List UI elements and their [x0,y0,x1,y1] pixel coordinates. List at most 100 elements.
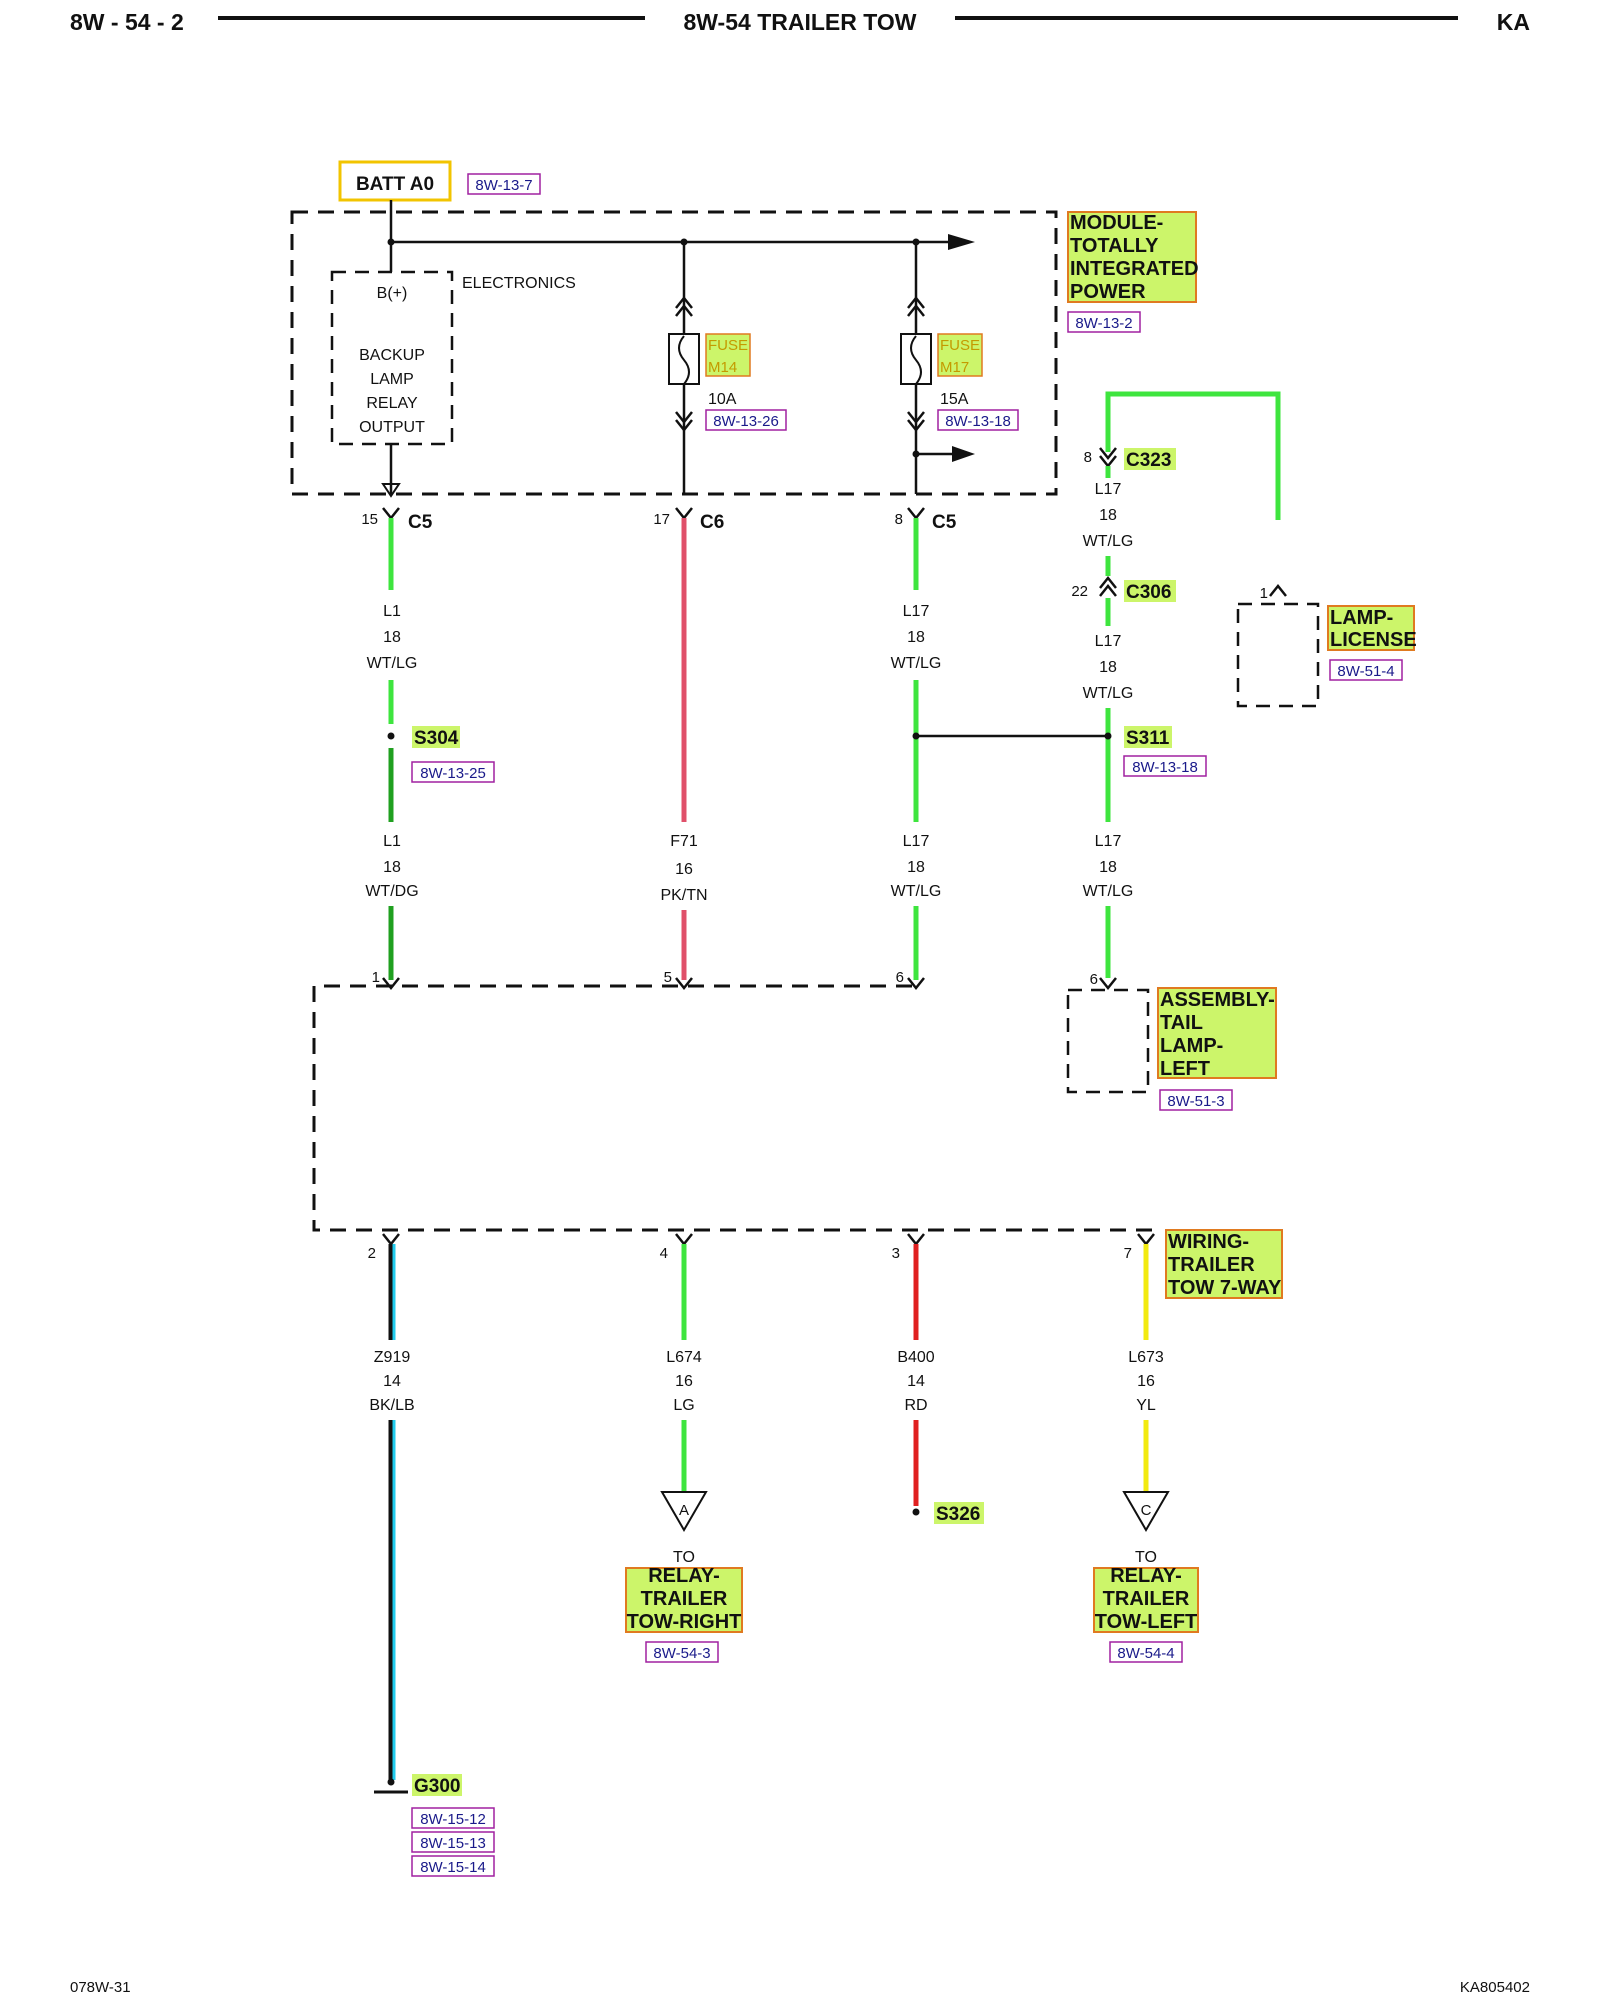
fuse-m17-id: M17 [940,359,969,376]
relay-right-marker [660,1491,708,1532]
batt-ref-box [467,173,541,195]
fuse-m14-label: FUSE [708,337,748,354]
g300-ref-1[interactable]: 8W-15-12 [420,1811,486,1828]
lamp-license-ref[interactable]: 8W-51-4 [1337,663,1394,680]
wire-c306-id: L17 [1095,633,1122,650]
relay-output-arrow [381,483,401,498]
relay-left-to: TO [1135,1549,1157,1566]
fuse-m17-top-conn [907,295,925,317]
tail-lamp-pin: 6 [1090,971,1098,988]
bot-pin-2-symbol [382,1233,400,1247]
top-pin-5-symbol [675,977,693,991]
wire-z919-gauge: 14 [383,1373,401,1390]
wire-l1-lower-id: L1 [383,833,401,850]
c5a-connector-symbol [382,507,400,521]
c306-connector-symbol [1099,575,1117,597]
wire-c323-gauge: 18 [1099,507,1117,524]
tail-lamp-line-2: TAIL [1160,1012,1203,1034]
footer-right: KA805402 [1460,1979,1530,1996]
tail-lamp-line-1: ASSEMBLY- [1160,989,1275,1011]
s304-label: S304 [414,728,459,749]
bplus-label: B(+) [377,285,408,302]
wire-b400-color: RD [904,1397,927,1414]
module-ref-box [1067,311,1141,333]
g300-highlight [412,1774,462,1796]
c6-pin: 17 [653,511,670,528]
top-pin-1-symbol [382,977,400,991]
s304-highlight [412,726,460,748]
relay-right-marker-letter: A [679,1502,689,1519]
relay-line-2: LAMP [370,371,414,388]
tail-lamp-connector [1099,977,1117,991]
c6-label: C6 [700,512,724,533]
wire-c306-color: WT/LG [1083,685,1134,702]
relay-line-3: RELAY [366,395,418,412]
tail-lamp-ref[interactable]: 8W-51-3 [1167,1093,1224,1110]
fuse-m17-label-box [937,333,983,377]
c5a-label: C5 [408,512,433,533]
top-pin-6-symbol [907,977,925,991]
wire-c306-gauge: 18 [1099,659,1117,676]
c5b-label: C5 [932,512,957,533]
fuse-m14-id: M14 [708,359,737,376]
tail-lamp-line-3: LAMP- [1160,1035,1223,1057]
c323-label: C323 [1126,450,1171,471]
bot-pin-4: 4 [660,1245,668,1262]
trailer-wiring-box [312,984,1152,1232]
lamp-license-pin: 1 [1260,585,1268,602]
s304-ref[interactable]: 8W-13-25 [420,765,486,782]
wire-c323-id: L17 [1095,481,1122,498]
g300-ref-3[interactable]: 8W-15-14 [420,1859,486,1876]
wire-l1-lower-color: WT/DG [365,883,418,900]
relay-right-line-3: TOW-RIGHT [627,1611,742,1633]
relay-right-ref[interactable]: 8W-54-3 [653,1645,710,1662]
top-pin-5: 5 [664,969,672,986]
s326-highlight [934,1502,984,1524]
wire-right-lower-gauge: 18 [1099,859,1117,876]
wire-right-lower-id: L17 [1095,833,1122,850]
s304-ref-box [411,761,495,783]
relay-line-1: BACKUP [359,347,425,364]
wire-right-lower-color: WT/LG [1083,883,1134,900]
relay-left-line-3: TOW-LEFT [1095,1611,1198,1633]
bot-pin-7-symbol [1137,1233,1155,1247]
fuse-m17-ref[interactable]: 8W-13-18 [945,413,1011,430]
relay-left-ref[interactable]: 8W-54-4 [1117,1645,1174,1662]
fuse-m14-ref-box [705,409,787,431]
wire-l1-upper-gauge: 18 [383,629,401,646]
module-box [290,210,1058,496]
s311-highlight [1124,726,1172,748]
g300-ref-2[interactable]: 8W-15-13 [420,1835,486,1852]
lamp-license-label-box [1327,605,1415,651]
fuse-m14-splice [680,238,688,246]
c6-connector-symbol [675,507,693,521]
batt-ref[interactable]: 8W-13-7 [475,177,532,194]
module-ref[interactable]: 8W-13-2 [1075,315,1132,332]
g300-ref-3-box [411,1855,495,1877]
batt-box [338,160,452,202]
fuse-m14-ref[interactable]: 8W-13-26 [713,413,779,430]
wire-l673-id: L673 [1128,1349,1164,1366]
s311-ref[interactable]: 8W-13-18 [1132,759,1198,776]
s304-dot [387,732,395,740]
fuse-m17-ref-box [937,409,1019,431]
page-title: 8W-54 TRAILER TOW [684,9,917,35]
bot-pin-2: 2 [368,1245,376,1262]
wire-lamp-license-loop [1105,391,1281,520]
relay-left-marker-letter: C [1141,1502,1152,1519]
wire-l1-upper-id: L1 [383,603,401,620]
trailer-wiring-line-3: TOW 7-WAY [1168,1277,1282,1299]
relay-left-ref-box [1109,1641,1183,1663]
wire-l1-upper-color: WT/LG [367,655,418,672]
tail-lamp-box [1066,988,1150,1094]
electronics-label: ELECTRONICS [462,275,576,292]
wire-f71-id: F71 [670,833,698,850]
wire-z919-color: BK/LB [369,1397,414,1414]
lamp-license-line-2: LICENSE [1330,629,1417,651]
footer-left: 078W-31 [70,1979,131,1996]
fuse-m14-label-box [705,333,751,377]
wire-l674-gauge: 16 [675,1373,693,1390]
module-line-3: INTEGRATED [1070,258,1199,280]
lamp-license-ref-box [1329,659,1403,681]
wire-l17-lower-gauge: 18 [907,859,925,876]
